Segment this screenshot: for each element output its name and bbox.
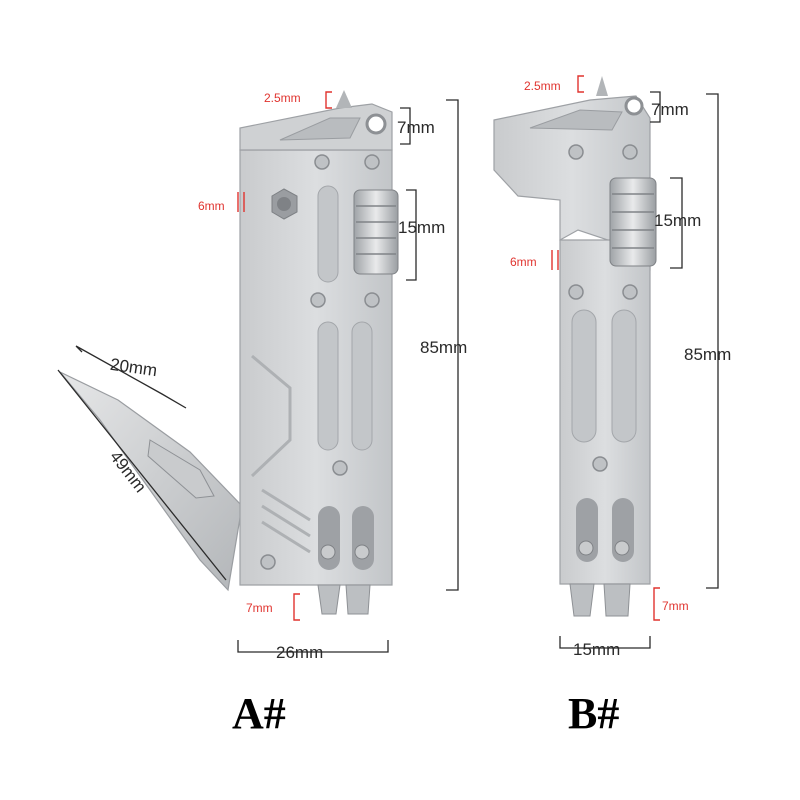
tool-a-length-label: 85mm [420,338,468,357]
tool-a-tip-label: 2.5mm [264,91,301,105]
tool-a-blade [59,371,243,592]
tool-b-jaw-label: 6mm [510,255,537,269]
tool-a-roller-label: 15mm [398,218,446,237]
tool-b-tip-label: 2.5mm [524,79,561,93]
tool-b-title: B# [568,689,620,738]
tool-b-width-label: 15mm [573,640,621,659]
tool-a-bits-label: 7mm [246,601,273,615]
tool-b-head-label: 7mm [651,100,689,119]
tool-a-width-label: 26mm [276,643,324,662]
tool-a-head-label: 7mm [397,118,435,137]
tool-b [493,75,719,649]
tool-a [57,90,459,653]
tool-a-jaw-label: 6mm [198,199,225,213]
tool-b-bits-label: 7mm [662,599,689,613]
tool-b-roller [609,177,657,267]
tool-a-title: A# [232,689,286,738]
tool-b-roller-label: 15mm [654,211,702,230]
tool-b-length-label: 85mm [684,345,732,364]
tool-a-roller [353,189,399,275]
